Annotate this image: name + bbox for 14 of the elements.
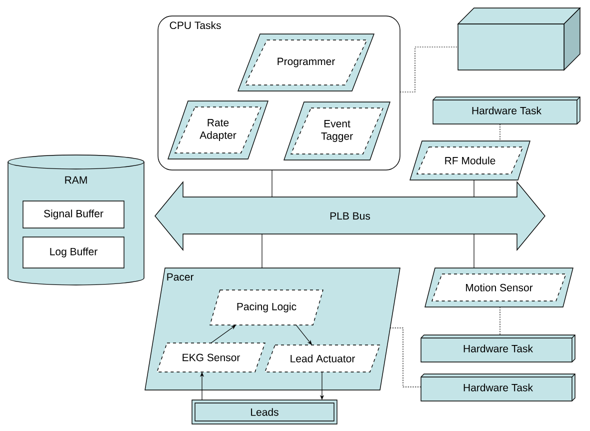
buffer-box: Signal Buffer [22, 200, 124, 228]
hardware-block: Hardware Task [420, 334, 576, 362]
hardware-block: Hardware Task [432, 96, 580, 124]
dotted-connector [390, 328, 422, 388]
arrow [296, 324, 312, 345]
dotted-connector [400, 46, 458, 92]
task-parallelogram: Rate Adapter [168, 100, 268, 160]
hardware-block: Hardware Task [420, 374, 576, 402]
sensor-parallelogram: Motion Sensor [424, 268, 574, 308]
module-parallelogram: RF Module [410, 140, 530, 180]
leads-box: Leads [192, 400, 338, 424]
buffer-box: Log Buffer [22, 236, 124, 268]
arrow [210, 325, 236, 344]
task-parallelogram: Event Tagger [284, 102, 390, 160]
